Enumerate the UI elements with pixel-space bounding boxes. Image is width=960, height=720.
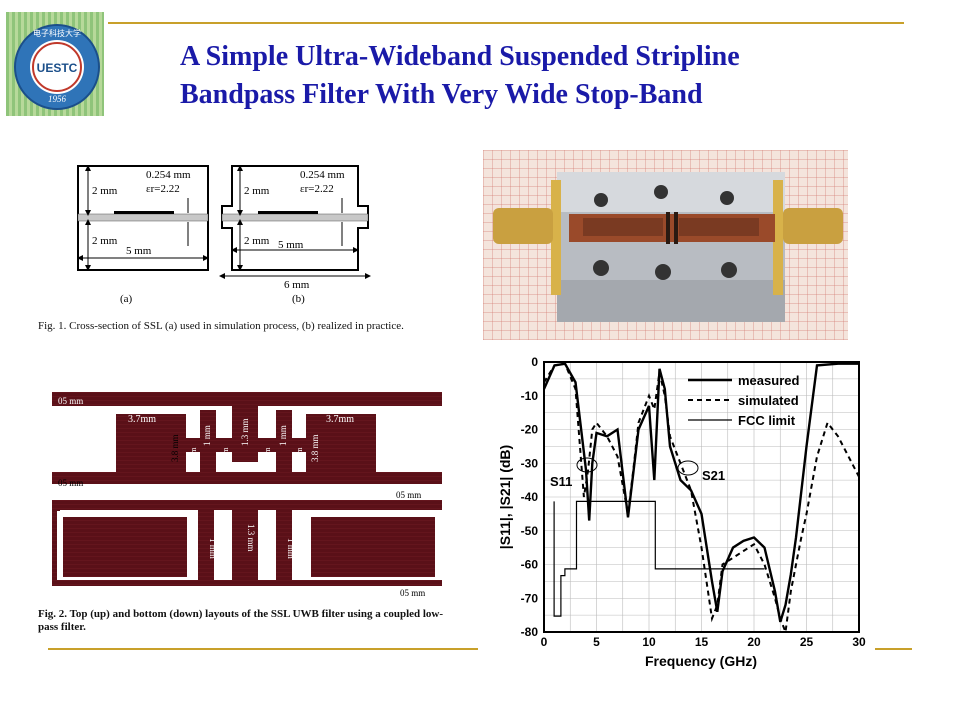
fig2-g3: 0.8 mm xyxy=(263,447,272,472)
y-tick-label: -30 xyxy=(521,456,539,470)
y-tick-label: 0 xyxy=(531,355,538,369)
fig1-cross-sections: 0.254 mm εr=2.22 2 mm 2 mm 5 mm (a) 0.25… xyxy=(77,165,371,305)
annotation-s21: S21 xyxy=(702,468,725,483)
y-tick-label: -40 xyxy=(521,490,539,504)
fig2-gap-right: 05 mm xyxy=(396,490,421,500)
top-divider xyxy=(108,22,904,24)
series-measured xyxy=(542,362,859,623)
fig2-g2: 0.8 mm xyxy=(221,447,230,472)
x-tick-label: 25 xyxy=(800,635,814,649)
fig2-gap-bottom: 05 mm xyxy=(400,588,425,598)
fig2-b2: 1.3 mm xyxy=(246,524,256,552)
fig1b-label: (b) xyxy=(292,293,305,305)
plot-frame xyxy=(543,361,860,633)
chart-series xyxy=(542,362,860,633)
chart-grid xyxy=(543,361,860,633)
legend-measured: measured xyxy=(738,373,799,388)
fig2-h-right: 3.8 mm xyxy=(310,434,320,462)
logo-motto: 电子科技大学 xyxy=(33,28,81,38)
fig1b-width: 5 mm xyxy=(278,239,304,251)
fig2-layouts: 05 mm 05 mm 05 mm 05 mm 3.7mm 3.7mm 3.8 … xyxy=(52,392,442,598)
fig2-gap-mid: 05 mm xyxy=(58,478,83,488)
fig1a-h-bot: 2 mm xyxy=(92,235,118,247)
fig2-gap-top: 05 mm xyxy=(58,396,83,406)
fig1b-h-bot: 2 mm xyxy=(244,235,270,247)
y-tick-label: -10 xyxy=(521,389,539,403)
annotation-s21-circle xyxy=(677,460,699,476)
logo-year: 1956 xyxy=(48,94,67,104)
fig1b-top-dim: 0.254 mm xyxy=(300,169,345,181)
fig2-b3: 1 mm xyxy=(286,538,296,559)
annotation-s11: S11 xyxy=(550,474,572,489)
y-tick-label: -80 xyxy=(521,625,539,639)
fig2-w-left: 3.7mm xyxy=(128,414,156,425)
legend-simulated: simulated xyxy=(738,393,799,408)
annotation-s11-circle xyxy=(576,457,598,473)
title-line-2: Bandpass Filter With Very Wide Stop-Band xyxy=(180,79,703,110)
y-tick-label: -50 xyxy=(521,524,539,538)
y-axis-label: |S11|, |S21| (dB) xyxy=(497,445,513,549)
fig2-b1: 1 mm xyxy=(208,538,218,559)
x-tick-label: 0 xyxy=(541,635,548,649)
y-tick-label: -70 xyxy=(521,591,539,605)
fig1a-label: (a) xyxy=(120,293,133,305)
fig1b-outer: 6 mm xyxy=(284,279,310,291)
fig2-g1: 0.7 mm xyxy=(189,447,198,472)
fig2-s2: 1.3 mm xyxy=(240,418,250,446)
fig1a-eps: εr=2.22 xyxy=(146,183,180,195)
x-axis-label: Frequency (GHz) xyxy=(645,653,757,669)
title-line-1: A Simple Ultra-Wideband Suspended Stripl… xyxy=(180,41,740,72)
fig2-caption: Fig. 2. Top (up) and bottom (down) layou… xyxy=(38,608,444,633)
x-tick-label: 10 xyxy=(642,635,656,649)
fig1a-h-top: 2 mm xyxy=(92,185,118,197)
s-parameter-chart: 0 5 10 15 20 25 30 0 -10 -20 -30 -40 -50 -60 -70 -80 me… xyxy=(480,350,875,675)
series-fcc-limit xyxy=(553,500,765,617)
chart-ticks: 0 5 10 15 20 25 30 0 -10 -20 -30 -40 -50 -60 -70 -80 xyxy=(521,355,866,649)
fig1a-width: 5 mm xyxy=(126,245,152,257)
fig2-w-right: 3.7mm xyxy=(326,414,354,425)
fig1b-h-top: 2 mm xyxy=(244,185,270,197)
fig1b-eps: εr=2.22 xyxy=(300,183,334,195)
fig2-s1: 1 mm xyxy=(202,425,212,446)
filter-photo xyxy=(483,150,848,340)
bottom-divider-right xyxy=(870,648,912,650)
fig2-s3: 1 mm xyxy=(278,425,288,446)
x-tick-label: 15 xyxy=(695,635,709,649)
x-tick-label: 20 xyxy=(747,635,761,649)
fig2-h-left: 3.8 mm xyxy=(170,434,180,462)
slide-title: A Simple Ultra-Wideband Suspended Stripl… xyxy=(180,38,920,114)
uestc-logo: UESTC 1956 电子科技大学 xyxy=(14,24,100,110)
y-tick-label: -20 xyxy=(521,423,539,437)
fig2-g4: 0.7 mm xyxy=(295,447,304,472)
filter-photo-drawing xyxy=(493,172,843,322)
x-tick-label: 30 xyxy=(852,635,866,649)
fig1-caption: Fig. 1. Cross-section of SSL (a) used in… xyxy=(38,320,404,332)
x-tick-label: 5 xyxy=(593,635,600,649)
y-tick-label: -60 xyxy=(521,558,539,572)
bottom-divider-left xyxy=(48,648,478,650)
fig1-a: 0.254 mm εr=2.22 2 mm 2 mm 5 mm (a) xyxy=(77,165,209,305)
legend-fcc: FCC limit xyxy=(738,413,796,428)
series-simulated xyxy=(543,362,860,633)
chart-legend: measured simulated FCC limit xyxy=(688,373,799,428)
logo-text: UESTC xyxy=(37,61,78,75)
fig1-b: 0.254 mm εr=2.22 2 mm 2 mm 5 mm 6 mm (b) xyxy=(219,165,371,305)
fig1a-top-dim: 0.254 mm xyxy=(146,169,191,181)
